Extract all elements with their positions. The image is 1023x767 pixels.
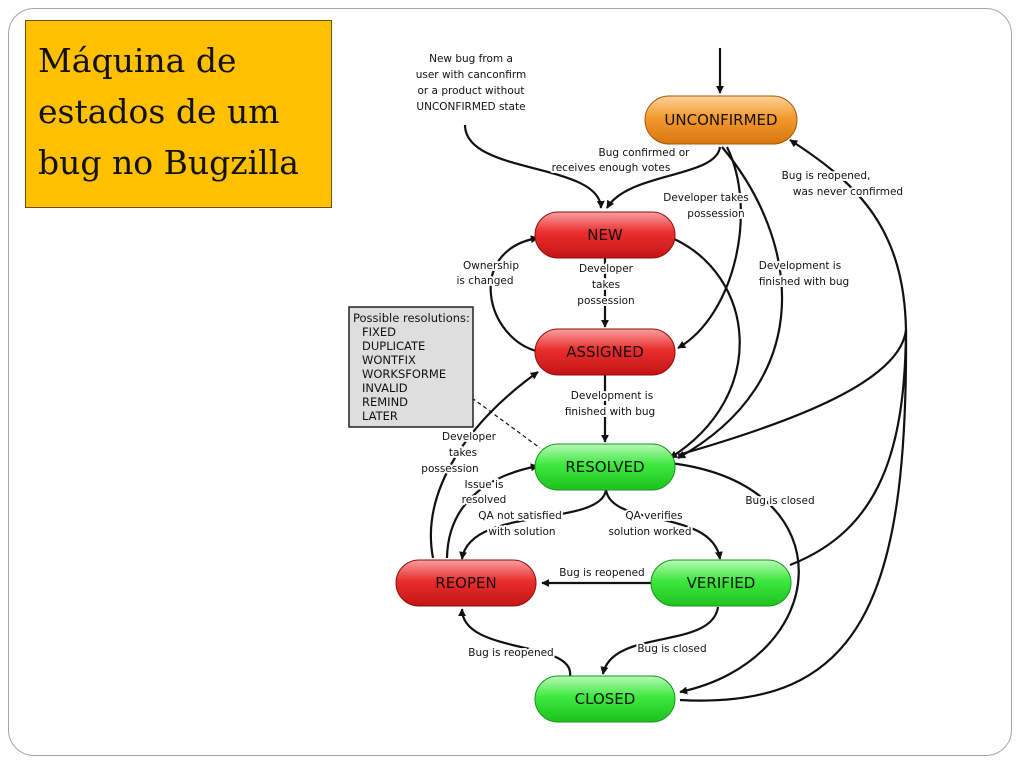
- label-bug-closed-verified: Bug is closed: [637, 643, 706, 655]
- state-closed: CLOSED: [534, 675, 676, 723]
- edge-resolved-reopen: [459, 489, 608, 560]
- state-verified: VERIFIED: [650, 559, 792, 607]
- state-reopen-label: REOPEN: [435, 574, 496, 592]
- edge-resolutions-link: [471, 397, 541, 449]
- svg-text:Issue is: Issue is: [465, 479, 504, 491]
- resolution-item: FIXED: [362, 325, 396, 339]
- svg-text:UNCONFIRMED state: UNCONFIRMED state: [416, 101, 525, 113]
- svg-text:takes: takes: [449, 447, 477, 459]
- state-new-label: NEW: [587, 226, 623, 244]
- svg-text:is changed: is changed: [456, 275, 513, 287]
- label-dev-finished-mid: Development is finished with bug: [563, 388, 657, 420]
- label-issue-resolved: Issue is resolved: [460, 477, 509, 508]
- edge-closed-reopen: [458, 608, 572, 677]
- resolution-item: WORKSFORME: [362, 367, 446, 381]
- svg-text:New bug from a: New bug from a: [429, 53, 513, 65]
- edge-reopen-assigned: [429, 371, 539, 559]
- edge-resolved-closed: [669, 461, 800, 695]
- label-bug-closed-right: Bug is closed: [745, 495, 814, 507]
- resolution-item: INVALID: [362, 381, 408, 395]
- state-resolved: RESOLVED: [534, 443, 676, 491]
- edge-unconfirmed-assigned: [677, 146, 742, 349]
- svg-text:was never confirmed: was never confirmed: [793, 186, 903, 198]
- label-new-bug-source: New bug from a user with canconfirm or a…: [414, 51, 529, 115]
- edge-resolved-unconfirmed: [677, 329, 908, 457]
- svg-text:possession: possession: [687, 208, 744, 220]
- edge-assigned-new: [489, 235, 541, 354]
- svg-text:Bug is reopened,: Bug is reopened,: [782, 170, 871, 182]
- svg-text:resolved: resolved: [462, 494, 507, 506]
- resolutions-heading: Possible resolutions:: [353, 311, 470, 325]
- svg-text:Bug confirmed or: Bug confirmed or: [599, 147, 691, 159]
- edge-resolved-verified: [604, 489, 723, 560]
- state-assigned-label: ASSIGNED: [566, 343, 644, 361]
- slide-title: Máquina de estados de um bug no Bugzilla: [25, 20, 332, 208]
- state-reopen: REOPEN: [395, 559, 537, 607]
- state-assigned: ASSIGNED: [534, 328, 676, 376]
- svg-text:Developer: Developer: [442, 431, 497, 443]
- label-bug-reopened-verified: Bug is reopened: [559, 567, 644, 579]
- svg-text:Developer takes: Developer takes: [663, 192, 749, 204]
- resolution-item: WONTFIX: [362, 353, 416, 367]
- svg-text:possession: possession: [421, 463, 478, 475]
- svg-text:QA verifies: QA verifies: [625, 510, 682, 522]
- resolution-item: REMIND: [362, 395, 408, 409]
- label-bug-confirmed: Bug confirmed or receives enough votes: [550, 145, 692, 176]
- state-new: NEW: [534, 211, 676, 259]
- edge-new-resolved: [669, 236, 741, 459]
- svg-text:solution worked: solution worked: [608, 526, 691, 538]
- edge-verified-unconfirmed: [789, 329, 908, 567]
- svg-text:QA not satisfied: QA not satisfied: [478, 510, 561, 522]
- svg-text:receives enough votes: receives enough votes: [552, 162, 671, 174]
- label-bug-reopened-closed: Bug is reopened: [468, 647, 553, 659]
- label-dev-finished-right: Development is finished with bug: [757, 258, 851, 290]
- svg-text:Developer: Developer: [579, 263, 634, 275]
- edge-unconfirmed-new: [606, 146, 722, 209]
- label-ownership-changed: Ownership is changed: [454, 258, 521, 289]
- svg-text:Ownership: Ownership: [463, 260, 519, 272]
- state-resolved-label: RESOLVED: [565, 458, 644, 476]
- label-dev-takes-possession-mid: Developer takes possession: [575, 261, 636, 309]
- edge-verified-closed: [600, 606, 720, 675]
- edge-source-new: [463, 124, 605, 209]
- label-dev-takes-possession-left: Developer takes possession: [419, 429, 498, 477]
- resolutions-box: Possible resolutions: FIXED DUPLICATE WO…: [348, 306, 474, 428]
- label-bug-reopened-never-confirmed: Bug is reopened, was never confirmed: [780, 168, 906, 200]
- edge-unconfirmed-resolved: [677, 146, 784, 459]
- label-qa-verifies: QA verifies solution worked: [606, 508, 693, 540]
- label-dev-takes-possession-top: Developer takes possession: [661, 190, 751, 222]
- label-qa-not-satisfied: QA not satisfied with solution: [476, 508, 563, 540]
- svg-text:finished with bug: finished with bug: [565, 406, 655, 418]
- resolution-item: LATER: [362, 409, 398, 423]
- state-unconfirmed-label: UNCONFIRMED: [664, 111, 777, 129]
- svg-text:finished with bug: finished with bug: [759, 276, 849, 288]
- title-line-1: Máquina de: [38, 41, 237, 80]
- svg-text:takes: takes: [592, 279, 620, 291]
- svg-text:Development is: Development is: [571, 390, 653, 402]
- svg-text:or a product without: or a product without: [417, 85, 524, 97]
- edge-reopen-resolved: [445, 463, 539, 559]
- svg-text:user with canconfirm: user with canconfirm: [416, 69, 527, 81]
- state-closed-label: CLOSED: [575, 690, 636, 708]
- state-unconfirmed: UNCONFIRMED: [644, 95, 798, 145]
- svg-text:Development is: Development is: [759, 260, 841, 272]
- resolution-item: DUPLICATE: [362, 339, 425, 353]
- svg-text:with solution: with solution: [488, 526, 555, 538]
- title-line-3: bug no Bugzilla: [38, 143, 299, 182]
- title-line-2: estados de um: [38, 92, 280, 131]
- edge-closed-unconfirmed: [679, 139, 908, 702]
- state-verified-label: VERIFIED: [687, 574, 756, 592]
- svg-text:possession: possession: [577, 295, 634, 307]
